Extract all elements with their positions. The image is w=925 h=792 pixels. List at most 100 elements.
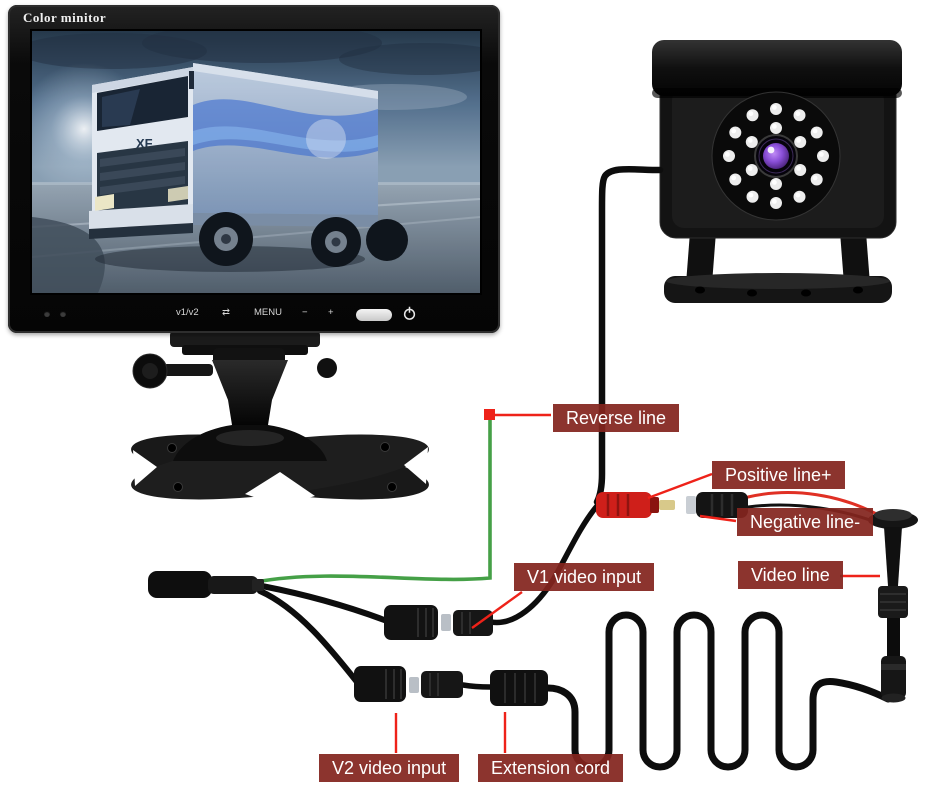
connector-ridges xyxy=(710,494,734,516)
ir-led-highlight xyxy=(731,128,737,134)
reverse-wire-green xyxy=(254,410,492,584)
stand-knob-center xyxy=(142,363,158,379)
lens-glint xyxy=(767,146,775,154)
v2-connector-pair xyxy=(354,666,463,702)
grille-slat xyxy=(100,148,185,167)
truck-wallpaper: XF xyxy=(32,31,480,293)
pointer-v1-input xyxy=(471,591,523,629)
ir-led-highlight xyxy=(796,166,801,171)
ir-led-highlight xyxy=(812,175,818,181)
truck-headlight xyxy=(168,186,188,202)
connector-ridges xyxy=(504,673,536,703)
shoreline xyxy=(32,217,105,293)
wheel-hub-center xyxy=(331,237,341,247)
plus-button[interactable]: + xyxy=(328,307,334,318)
cool-tint-overlay xyxy=(32,31,480,293)
dome-highlight xyxy=(216,430,284,446)
loop-icon[interactable]: ⇄ xyxy=(222,307,230,318)
power-connector-red xyxy=(596,492,652,518)
label-reverse-line: Reverse line xyxy=(553,404,680,432)
road-streak xyxy=(32,216,480,258)
connector-ridges xyxy=(429,673,439,696)
video-line-connector xyxy=(868,509,918,703)
pointer-negative-line xyxy=(699,514,737,523)
truck-mirror xyxy=(189,71,194,89)
connector-pins xyxy=(441,614,451,631)
v1-connector-female xyxy=(384,605,438,640)
ir-led-highlight xyxy=(795,192,801,198)
menu-button[interactable]: MENU xyxy=(254,307,282,318)
connector-shaft xyxy=(887,618,900,658)
v2-connector-male xyxy=(421,671,463,698)
ir-led-highlight xyxy=(772,199,777,204)
connector-face xyxy=(881,693,906,703)
bracket-hole xyxy=(695,286,705,294)
connector-ridges xyxy=(606,494,630,516)
label-v2-video-input: V2 video input xyxy=(319,754,460,782)
truck-roofline xyxy=(193,63,378,99)
truck: XF xyxy=(89,63,408,272)
truck-bumper xyxy=(89,204,193,231)
cloud xyxy=(142,31,382,63)
base-screw-hole xyxy=(167,443,177,453)
ir-led-highlight xyxy=(725,152,730,157)
power-button[interactable] xyxy=(356,309,392,321)
truck-graphic-swoosh xyxy=(193,126,378,152)
base-screw-hole xyxy=(387,482,397,492)
bracket-hole xyxy=(853,286,863,294)
v2-connector-female xyxy=(354,666,406,702)
connector-ridges xyxy=(385,669,402,699)
lens-iris xyxy=(763,143,789,169)
connector-ridges xyxy=(417,608,434,637)
truck-wheel xyxy=(366,219,408,261)
label-video-line: Video line xyxy=(738,561,843,589)
power-icon xyxy=(402,306,417,326)
pointer-lines xyxy=(394,409,880,753)
base-front-notch xyxy=(245,472,315,506)
connector-pins xyxy=(409,677,419,693)
grille-slat xyxy=(100,162,185,181)
minus-button[interactable]: − xyxy=(302,307,308,318)
bracket-arm-right xyxy=(840,232,870,284)
v1-connector-male xyxy=(453,610,493,636)
camera-cable xyxy=(593,166,664,506)
connector-cap-top xyxy=(874,509,912,521)
base-screw-hole xyxy=(380,442,390,452)
stand-side-screw xyxy=(317,358,337,378)
ir-led-highlight xyxy=(772,105,777,110)
v1-cable xyxy=(259,583,390,624)
bracket-hole xyxy=(801,289,811,297)
bracket-arm-left xyxy=(686,232,716,284)
monitor-bezel: v1/v2 ⇄ MENU − + xyxy=(8,301,500,327)
bracket-base-top xyxy=(666,273,890,289)
truck-graphic-wolf xyxy=(306,119,346,159)
truck-visor xyxy=(92,67,193,93)
windshield-reflection xyxy=(102,89,140,127)
base-screw-hole xyxy=(173,482,183,492)
truck-bumper-lip xyxy=(89,223,193,239)
ir-led-highlight xyxy=(819,152,824,157)
connector-end xyxy=(881,656,906,698)
truck-headlight xyxy=(95,194,114,211)
v2-pigtail-cable xyxy=(460,682,493,690)
stand-top-bracket xyxy=(170,331,320,347)
lens-ring xyxy=(758,138,794,174)
connector-ridges xyxy=(461,612,471,634)
label-v1-video-input: V1 video input xyxy=(514,563,655,591)
ir-led-ring xyxy=(723,103,829,209)
connector-band xyxy=(881,664,906,670)
base-right-notch xyxy=(404,447,428,484)
pointer-positive-line xyxy=(647,472,713,500)
ir-led-highlight xyxy=(795,111,801,117)
label-negative-line: Negative line- xyxy=(737,508,874,536)
wheel-hub-center xyxy=(221,234,231,244)
channel-button[interactable]: v1/v2 xyxy=(176,307,199,318)
ir-led-highlight xyxy=(796,138,801,143)
black-plug-ring xyxy=(686,496,696,514)
ir-led-highlight xyxy=(812,128,818,134)
connector-stem xyxy=(884,527,902,586)
red-plug-tip xyxy=(659,500,675,510)
cloud xyxy=(339,43,480,75)
